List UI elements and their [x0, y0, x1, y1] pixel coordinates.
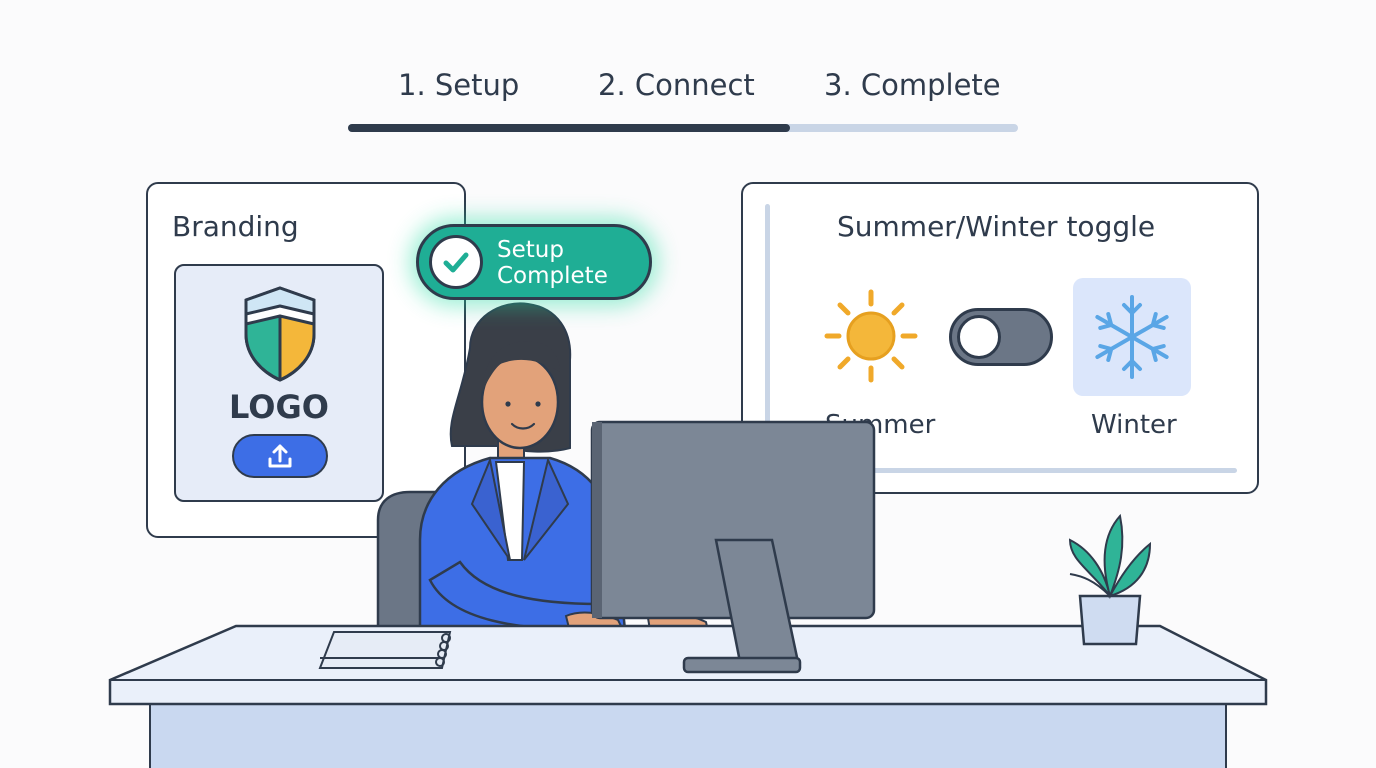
step-complete[interactable]: 3. Complete	[824, 68, 1001, 102]
upload-icon	[268, 444, 292, 468]
step-setup[interactable]: 1. Setup	[398, 68, 520, 102]
card-scroll-rail	[765, 204, 770, 424]
season-toggle-card: Summer/Winter toggle	[741, 182, 1259, 494]
badge-text: Setup Complete	[497, 237, 608, 289]
step-connect[interactable]: 2. Connect	[598, 68, 755, 102]
badge-line-2: Complete	[497, 263, 608, 289]
notebook	[318, 631, 452, 669]
logo-text: LOGO	[229, 388, 329, 426]
winter-option[interactable]	[1073, 278, 1191, 396]
season-toggle-title: Summer/Winter toggle	[837, 210, 1156, 243]
upload-button[interactable]	[232, 434, 328, 478]
progress-bar	[348, 124, 1018, 132]
desk-front	[149, 699, 1227, 768]
checkmark-circle	[429, 235, 483, 289]
toggle-knob[interactable]	[957, 315, 1001, 359]
branding-title: Branding	[172, 210, 299, 243]
season-toggle-switch[interactable]	[949, 308, 1053, 366]
sun-icon[interactable]	[823, 288, 919, 384]
branding-card: Branding LOGO	[146, 182, 466, 538]
badge-line-1: Setup	[497, 237, 564, 263]
plant-pot	[1078, 594, 1142, 646]
setup-complete-badge: Setup Complete	[416, 224, 652, 300]
logo-upload-area[interactable]: LOGO	[174, 264, 384, 502]
card-divider	[867, 468, 1237, 473]
checkmark-icon	[443, 252, 469, 273]
winter-label: Winter	[1091, 410, 1177, 440]
shield-logo-icon	[244, 286, 316, 382]
progress-fill	[348, 124, 791, 132]
snowflake-icon	[1095, 295, 1169, 379]
